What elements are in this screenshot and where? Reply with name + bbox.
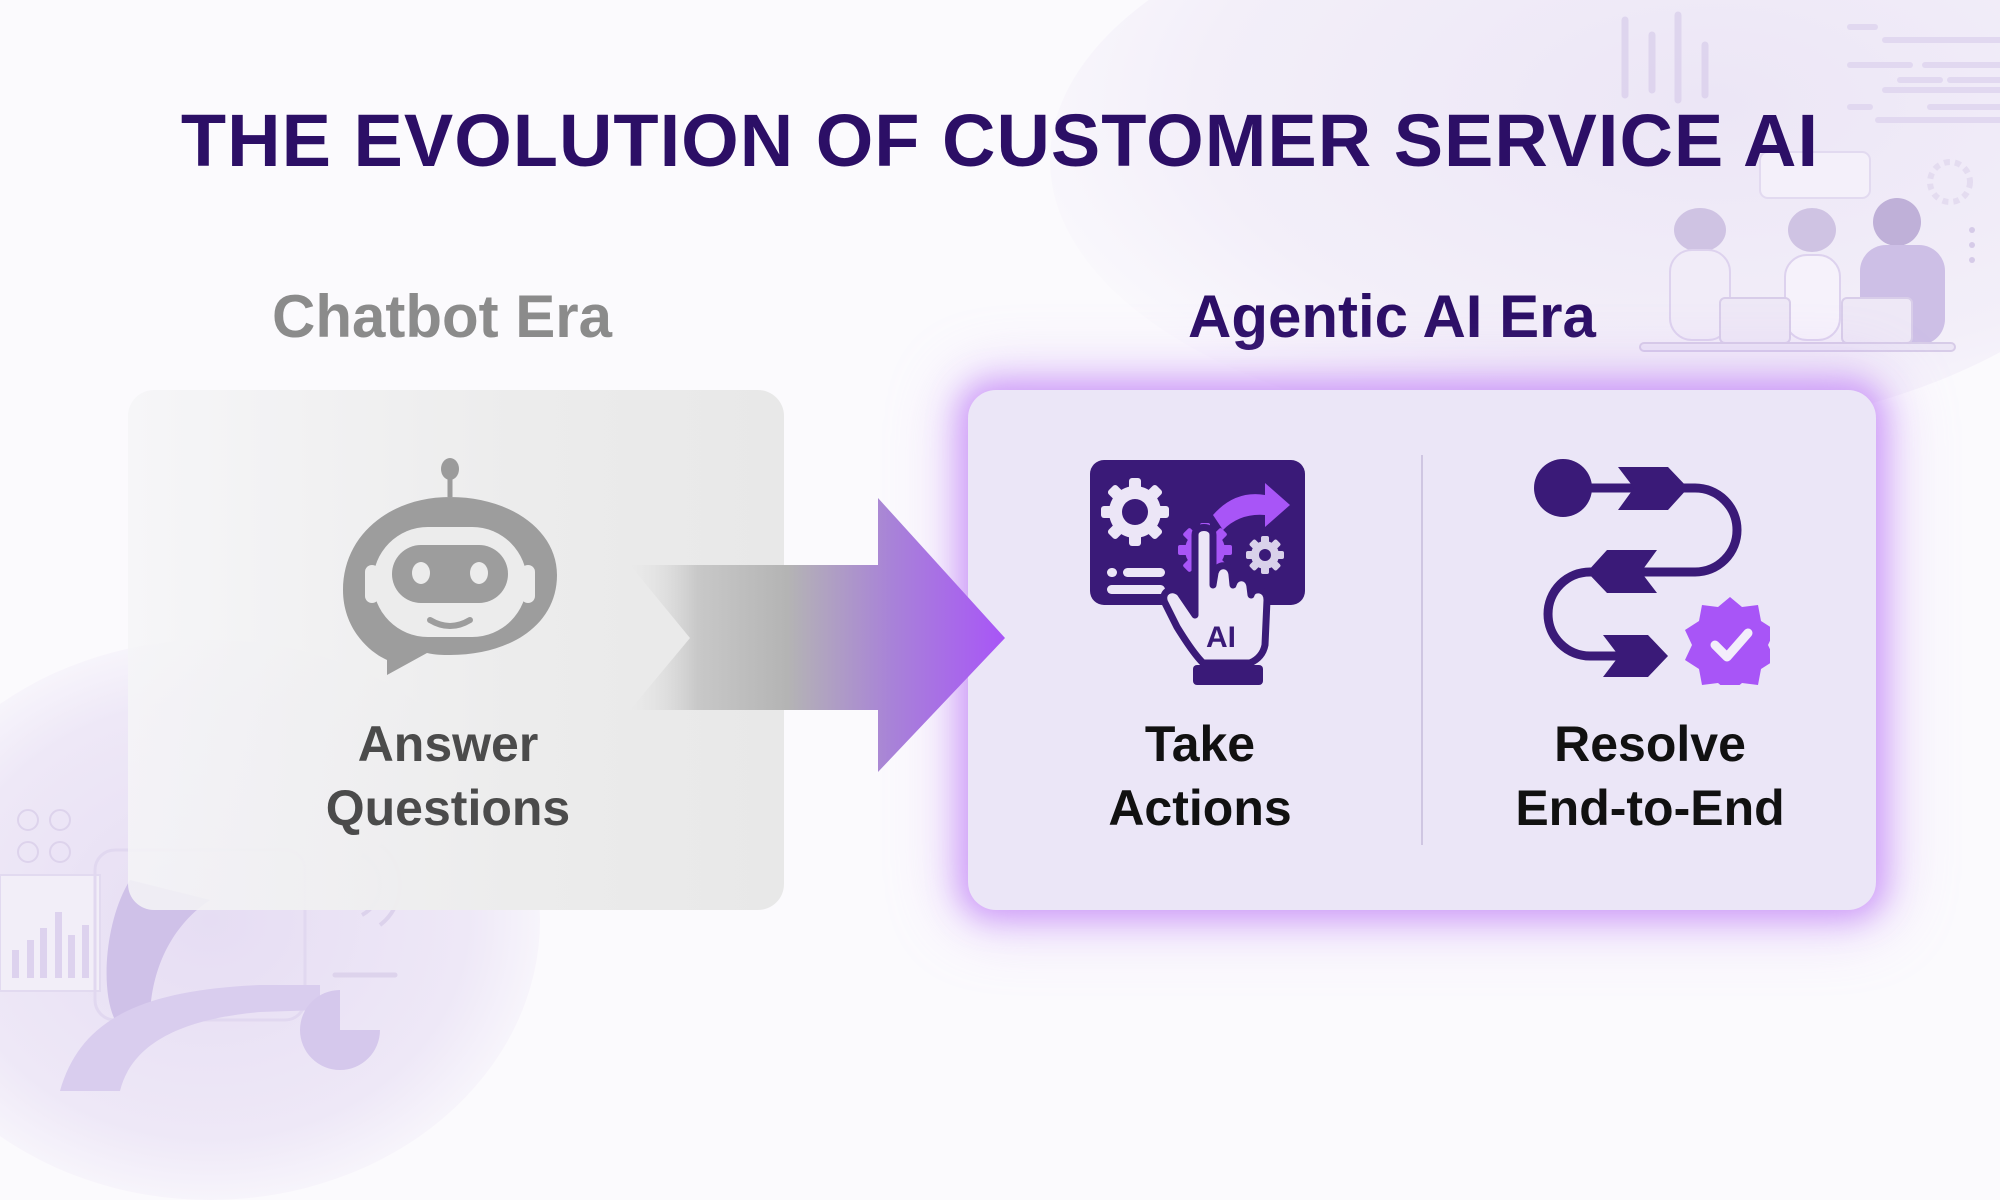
arrow-right-icon xyxy=(630,498,1005,772)
take-actions-line2: Actions xyxy=(1108,780,1292,836)
team-illustration xyxy=(1621,11,2000,352)
answer-questions-line1: Answer xyxy=(357,716,539,772)
chatbot-background-illustration xyxy=(0,809,402,1091)
chatbot-era-heading: Chatbot Era xyxy=(272,283,613,350)
resolve-end-to-end-label: Resolve End-to-End xyxy=(1430,712,1870,840)
answer-questions-line2: Questions xyxy=(325,780,571,836)
resolve-line1: Resolve xyxy=(1554,716,1746,772)
take-actions-line1: Take xyxy=(1144,716,1256,772)
agentic-era-heading: Agentic AI Era xyxy=(1188,283,1596,350)
take-actions-label: Take Actions xyxy=(1040,712,1360,840)
ai-hand-click-icon: AI xyxy=(1090,460,1305,685)
answer-questions-label: Answer Questions xyxy=(228,712,668,840)
page-title: THE EVOLUTION OF CUSTOMER SERVICE AI xyxy=(180,99,1820,182)
workflow-check-icon xyxy=(1534,459,1770,685)
chatbot-robot-icon xyxy=(343,458,557,675)
card-divider xyxy=(1421,455,1423,845)
ai-badge-text: AI xyxy=(1206,621,1236,654)
resolve-line2: End-to-End xyxy=(1515,780,1785,836)
